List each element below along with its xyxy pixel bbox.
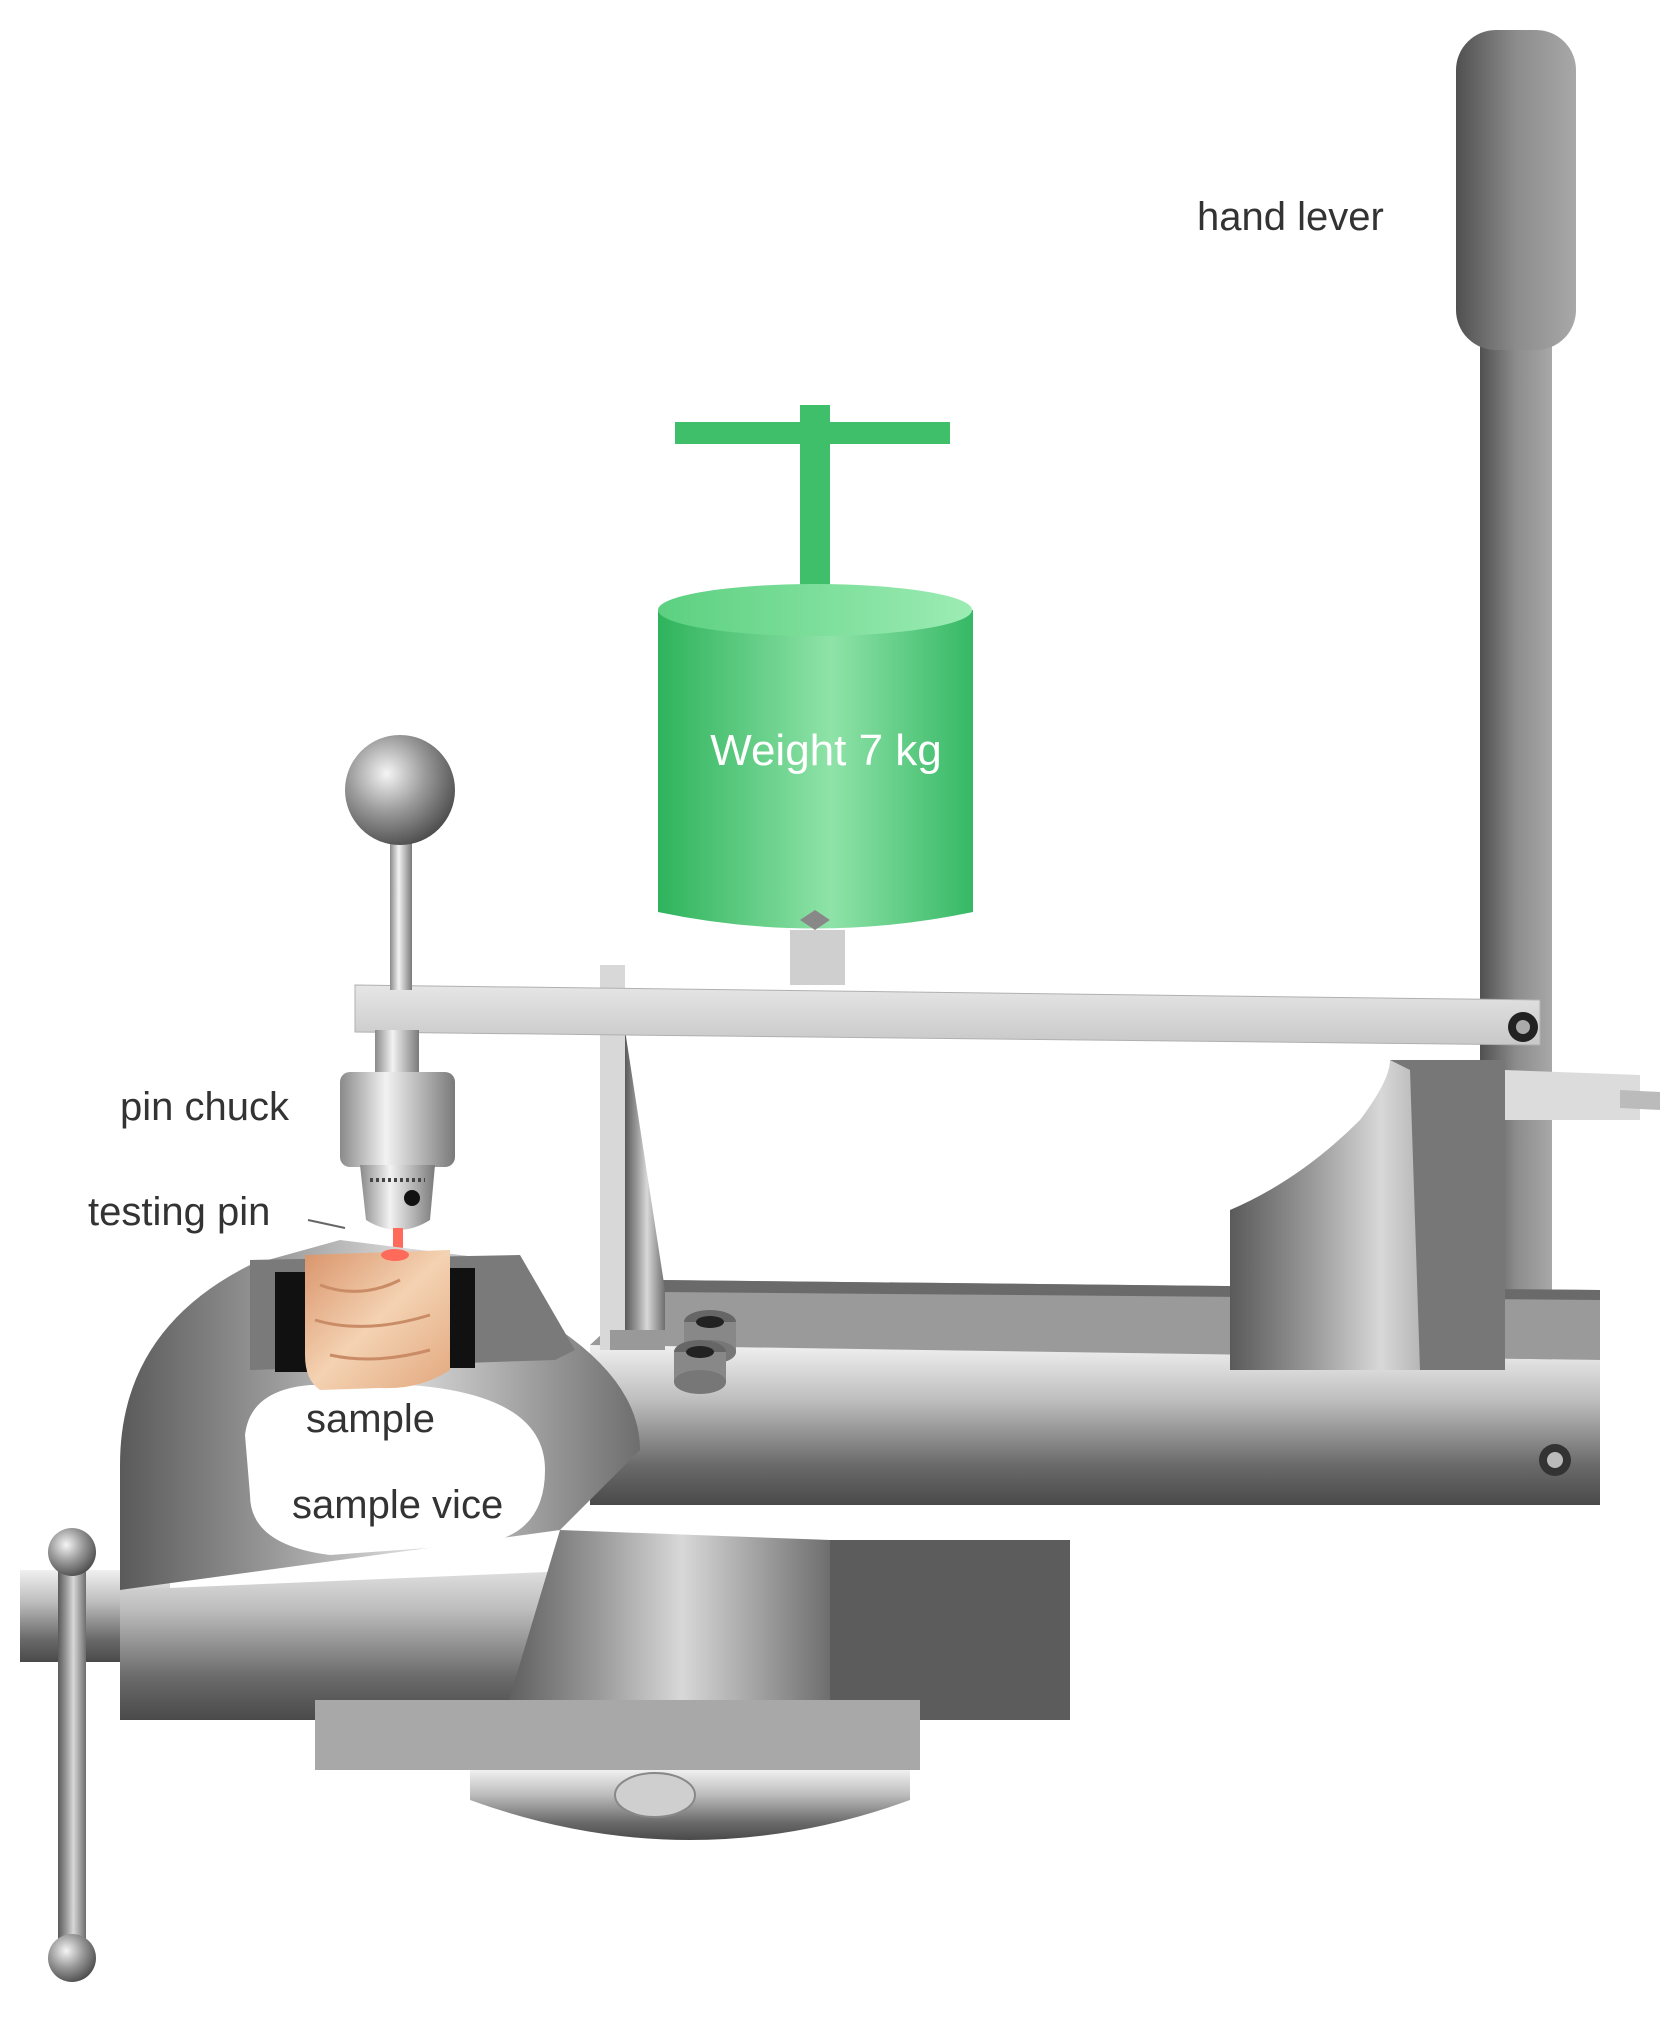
label-sample-vice: sample vice [292,1483,503,1527]
hand-lever-grip[interactable] [1456,30,1576,350]
pin-chuck-handle[interactable] [345,735,455,990]
sample-block [305,1250,450,1390]
stop-plate [1505,1070,1640,1120]
vice-handle-ball-bottom[interactable] [48,1934,96,1982]
label-sample: sample [306,1397,435,1441]
swivel-bolt [614,1772,696,1818]
right-support-block [1230,1060,1660,1370]
socket-bolts [674,1310,736,1394]
testing-pin-leader-line [307,1219,346,1229]
weight-7kg[interactable]: Weight 7 kg [658,405,973,985]
chuck-knob-ball[interactable] [345,735,455,845]
weight-label: Weight 7 kg [710,726,942,775]
pin-chuck [340,1030,455,1258]
testing-pin [393,1228,403,1258]
sample-vice[interactable] [20,1240,1070,1982]
label-hand-lever: hand lever [1197,195,1384,239]
label-pin-chuck: pin chuck [120,1085,290,1129]
vice-jaw-left [275,1272,307,1372]
load-beam [354,984,1541,1046]
vice-handle-ball-top[interactable] [48,1528,96,1576]
vice-handle-bar[interactable] [58,1555,86,1955]
label-testing-pin: testing pin [88,1190,270,1234]
vertical-support [600,965,665,1350]
